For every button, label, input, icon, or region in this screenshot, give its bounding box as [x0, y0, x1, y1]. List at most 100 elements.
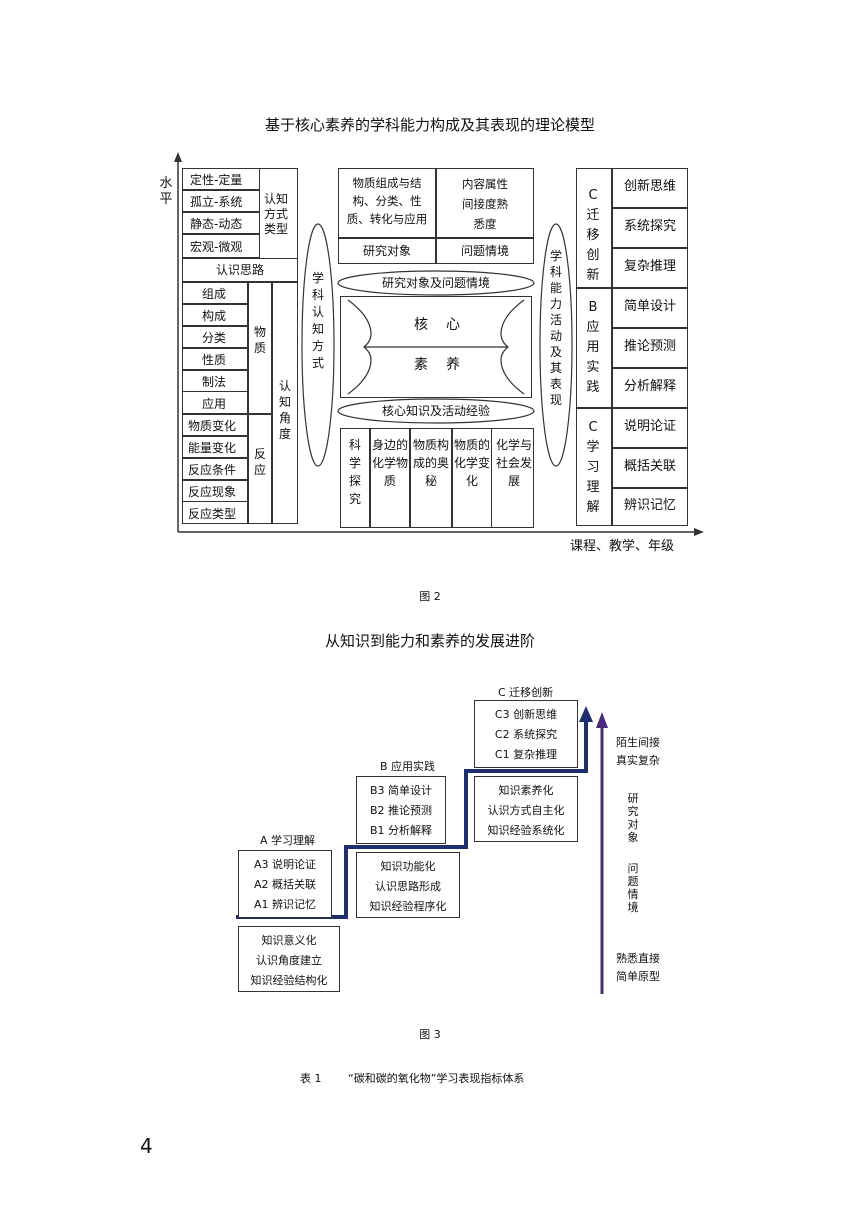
- cognitive-type-label: 定性-定量: [190, 173, 243, 187]
- ability-cell: [612, 288, 688, 328]
- substance-item: 应用: [202, 397, 227, 411]
- stage-b-base-box: 知识功能化 认识思路形成 知识经验程序化: [356, 852, 460, 918]
- level-label: B应用实践: [586, 300, 600, 395]
- cognitive-type-cell: [182, 168, 260, 190]
- reaction-group: [248, 414, 272, 524]
- theme-label: 物质的化学变化: [454, 438, 491, 488]
- ability-label: 分析解释: [623, 379, 676, 394]
- stage-base-item: 认识思路形成: [375, 880, 441, 893]
- cognitive-type-label: 孤立-系统: [190, 195, 243, 209]
- cognitive-angle-label: 认知角度: [278, 379, 291, 441]
- stage-base-item: 知识功能化: [380, 860, 436, 873]
- reaction-row: [182, 414, 248, 436]
- ability-label: 辨识记忆: [623, 498, 676, 513]
- stage-c-box: C3 创新思维 C2 系统探究 C1 复杂推理: [474, 700, 578, 768]
- level-label: C迁移创新: [586, 188, 600, 283]
- fig2-axes: [174, 152, 704, 536]
- ability-label: 概括关联: [623, 459, 676, 474]
- research-object-label: 研究对象: [362, 244, 411, 258]
- stage-item: B3 简单设计: [369, 784, 433, 797]
- content-right-cell: [436, 168, 534, 238]
- core-char: 核: [414, 317, 428, 333]
- cognitive-type-cell: [182, 212, 260, 234]
- level-label-cell: [576, 168, 612, 288]
- ability-cell: [612, 208, 688, 248]
- stage-base-item: 认识方式自主化: [487, 804, 565, 817]
- cognitive-angle-group: [272, 282, 298, 524]
- substance-label: 物质: [253, 325, 266, 355]
- cognitive-thinking-label: 认识思路: [215, 263, 264, 277]
- substance-item: 组成: [202, 287, 227, 301]
- reaction-item: 反应现象: [188, 485, 237, 499]
- arrow-mid-context: 问题情境: [627, 862, 639, 914]
- ability-label: 系统探究: [623, 219, 676, 234]
- theme-cell: [410, 428, 452, 528]
- stage-b-box: B3 简单设计 B2 推论预测 B1 分析解释: [356, 776, 446, 844]
- ability-cell: [612, 408, 688, 448]
- left-ellipse: [301, 223, 335, 467]
- stage-base-item: 知识素养化: [498, 784, 554, 797]
- stage-item: A2 概括关联: [253, 878, 317, 891]
- band-bottom-ellipse: [337, 398, 535, 424]
- substance-group: [248, 282, 272, 414]
- substance-item: 分类: [202, 331, 227, 345]
- reaction-item: 物质变化: [188, 419, 237, 433]
- research-object-cell: [338, 238, 436, 264]
- arrow-bottom-line: 简单原型: [616, 970, 660, 983]
- arrow-mid-research: 研究对象: [627, 792, 639, 844]
- problem-context-label: 问题情境: [460, 244, 509, 258]
- right-ellipse: [539, 223, 573, 467]
- theme-cell: [340, 428, 370, 528]
- stage-c-base-box: 知识素养化 认识方式自主化 知识经验系统化: [474, 776, 578, 842]
- ability-cell: [612, 328, 688, 368]
- substance-row: [182, 282, 248, 304]
- progression-diagram: [236, 706, 608, 994]
- cognitive-type-label: 宏观-微观: [190, 240, 243, 254]
- stage-item: B2 推论预测: [369, 804, 433, 817]
- band-bottom-label: 核心知识及活动经验: [381, 404, 490, 418]
- table-caption-title: “碳和碳的氧化物”学习表现指标体系: [348, 1072, 525, 1085]
- content-left-cell: [338, 168, 436, 238]
- stage-b-label: B 应用实践: [380, 760, 436, 773]
- theme-label: 物质构成的奥秘: [413, 438, 450, 488]
- cognitive-thinking-cell: [182, 258, 298, 282]
- substance-row: [182, 348, 248, 370]
- arrow-top-line: 陌生间接: [616, 736, 660, 749]
- reaction-item: 能量变化: [188, 441, 237, 455]
- substance-row: [182, 304, 248, 326]
- stage-a-label: A 学习理解: [260, 834, 316, 847]
- stage-base-item: 知识经验程序化: [369, 900, 447, 913]
- fig2-x-axis-label: 课程、教学、年级: [570, 539, 675, 554]
- ability-cell: [612, 248, 688, 288]
- core-char: 素: [414, 357, 428, 373]
- reaction-row: [182, 436, 248, 458]
- reaction-item: 反应条件: [188, 463, 237, 477]
- stage-item: A3 说明论证: [253, 858, 317, 871]
- stage-base-item: 知识经验结构化: [250, 974, 328, 987]
- stage-base-item: 知识意义化: [261, 934, 317, 947]
- right-ellipse-label: 学科能力活动及其表现: [549, 249, 562, 407]
- theme-cell: [370, 428, 410, 528]
- band-top-ellipse: [337, 270, 535, 296]
- ability-label: 复杂推理: [623, 259, 676, 274]
- ability-label: 简单设计: [623, 299, 676, 314]
- theme-cell: [452, 428, 492, 528]
- stage-item: A1 辨识记忆: [253, 898, 317, 911]
- fig2-caption: 图 2: [419, 590, 441, 603]
- page-number: 4: [140, 1134, 153, 1158]
- reaction-row: [182, 480, 248, 502]
- theme-label: 化学与社会发展: [496, 438, 533, 488]
- stage-c-label: C 迁移创新: [498, 686, 554, 699]
- cognitive-type-cell: [182, 190, 260, 212]
- reaction-row: [182, 458, 248, 480]
- core-literacy-curves: [347, 299, 525, 395]
- fig3-caption: 图 3: [419, 1028, 441, 1041]
- level-label-cell: [576, 408, 612, 526]
- stage-base-item: 认识角度建立: [256, 954, 322, 967]
- ability-label: 说明论证: [623, 419, 676, 434]
- substance-item: 构成: [202, 309, 227, 323]
- substance-row: [182, 370, 248, 392]
- cognitive-types-heading: 认知方式类型: [264, 192, 289, 236]
- fig3-title: 从知识到能力和素养的发展进阶: [324, 632, 535, 650]
- core-char: 心: [446, 317, 460, 333]
